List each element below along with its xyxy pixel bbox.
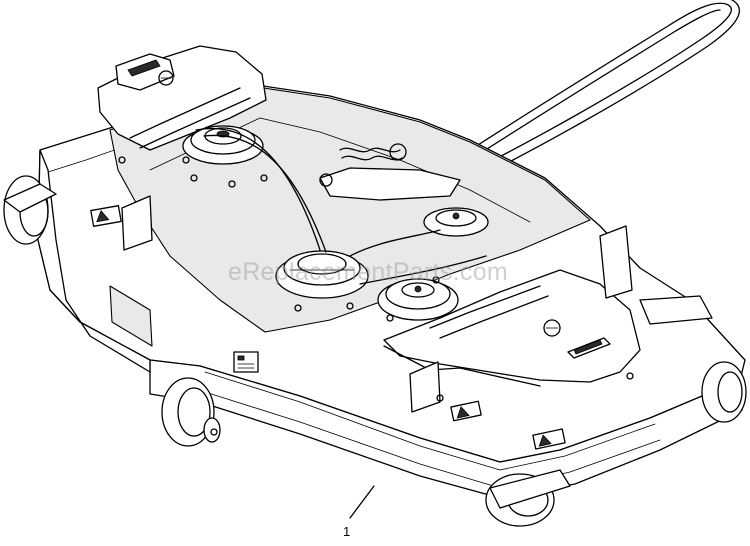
callout-label-1: 1 <box>343 524 351 539</box>
front-left-caster-wheel <box>161 377 221 447</box>
rear-left-caster-wheel <box>3 175 57 245</box>
center-spindle-pulley <box>275 250 369 299</box>
front-right-caster-wheel <box>485 469 571 527</box>
watermark-text: eReplacementParts.com <box>228 258 509 286</box>
callout-leader-1 <box>349 485 375 519</box>
mounting-brackets <box>121 195 713 413</box>
deck-belt <box>195 128 487 285</box>
left-spindle-cover <box>97 45 267 151</box>
left-spindle-pulley <box>182 125 264 165</box>
right-spindle-pulley <box>377 278 459 321</box>
fasteners <box>118 156 634 436</box>
safety-decals <box>90 205 566 450</box>
rear-right-caster-wheel <box>701 361 747 423</box>
idler-arm-assembly <box>319 143 489 237</box>
right-spindle-cover <box>383 269 641 387</box>
